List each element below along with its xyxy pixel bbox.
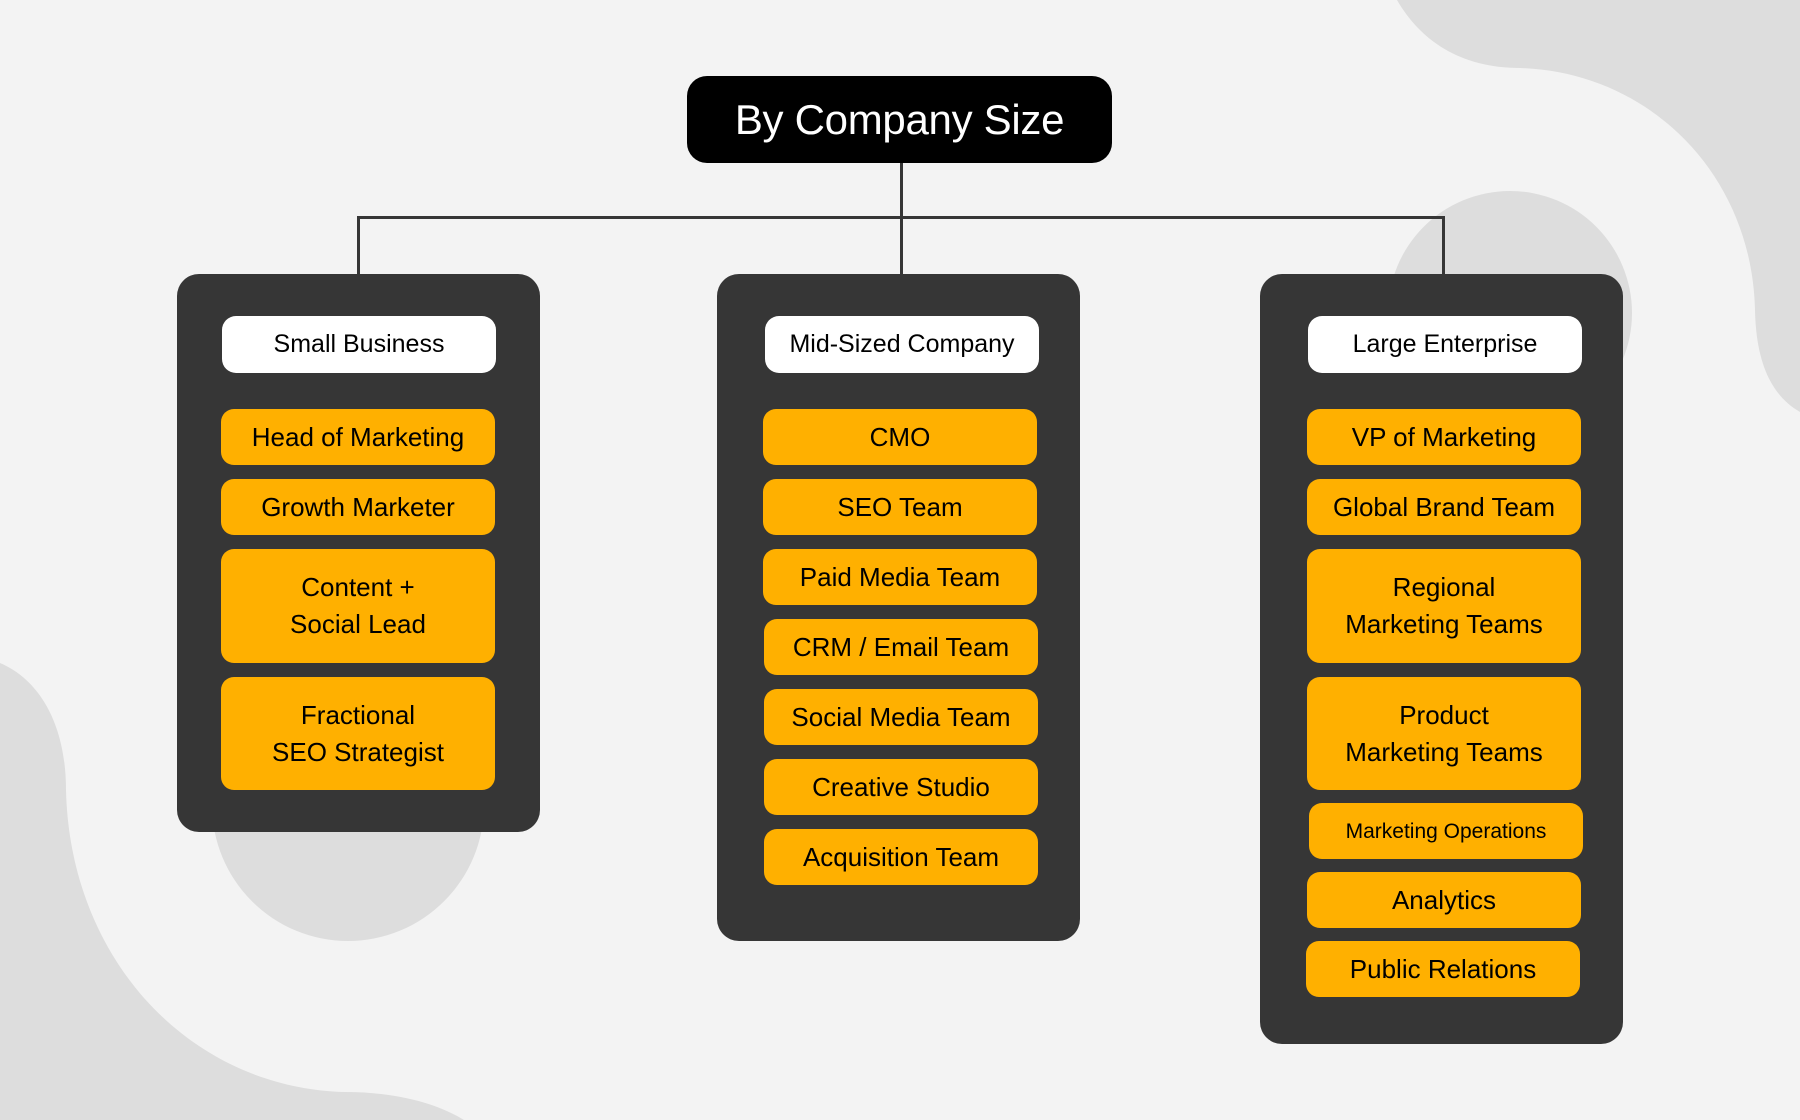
connector-small-business <box>357 216 360 274</box>
diagram-title: By Company Size <box>687 76 1112 163</box>
role-item: Growth Marketer <box>221 479 495 535</box>
panel-large-enterprise: Large Enterprise VP of Marketing Global … <box>1260 274 1623 1044</box>
role-item: Product Marketing Teams <box>1307 677 1581 790</box>
role-item: CRM / Email Team <box>764 619 1038 675</box>
panel-label-small-business: Small Business <box>222 316 496 373</box>
role-item: Head of Marketing <box>221 409 495 465</box>
background-blob-top-right <box>1397 0 1800 412</box>
role-item: Creative Studio <box>764 759 1038 815</box>
role-item: Acquisition Team <box>764 829 1038 885</box>
connector-title-stem <box>900 163 903 217</box>
role-item: Marketing Operations <box>1309 803 1583 859</box>
role-item: Content + Social Lead <box>221 549 495 663</box>
role-item: Analytics <box>1307 872 1581 928</box>
panel-label-mid-sized-company: Mid-Sized Company <box>765 316 1039 373</box>
panel-mid-sized-company: Mid-Sized Company CMO SEO Team Paid Medi… <box>717 274 1080 941</box>
background-blob-bottom-left <box>0 663 464 1120</box>
role-item: Global Brand Team <box>1307 479 1581 535</box>
role-item: Regional Marketing Teams <box>1307 549 1581 663</box>
role-item: Fractional SEO Strategist <box>221 677 495 790</box>
connector-large-enterprise <box>1442 216 1445 274</box>
panel-small-business: Small Business Head of Marketing Growth … <box>177 274 540 832</box>
role-item: VP of Marketing <box>1307 409 1581 465</box>
role-item: Social Media Team <box>764 689 1038 745</box>
role-item: Public Relations <box>1306 941 1580 997</box>
role-item: Paid Media Team <box>763 549 1037 605</box>
panel-label-large-enterprise: Large Enterprise <box>1308 316 1582 373</box>
role-item: CMO <box>763 409 1037 465</box>
role-item: SEO Team <box>763 479 1037 535</box>
connector-mid-sized <box>900 216 903 274</box>
